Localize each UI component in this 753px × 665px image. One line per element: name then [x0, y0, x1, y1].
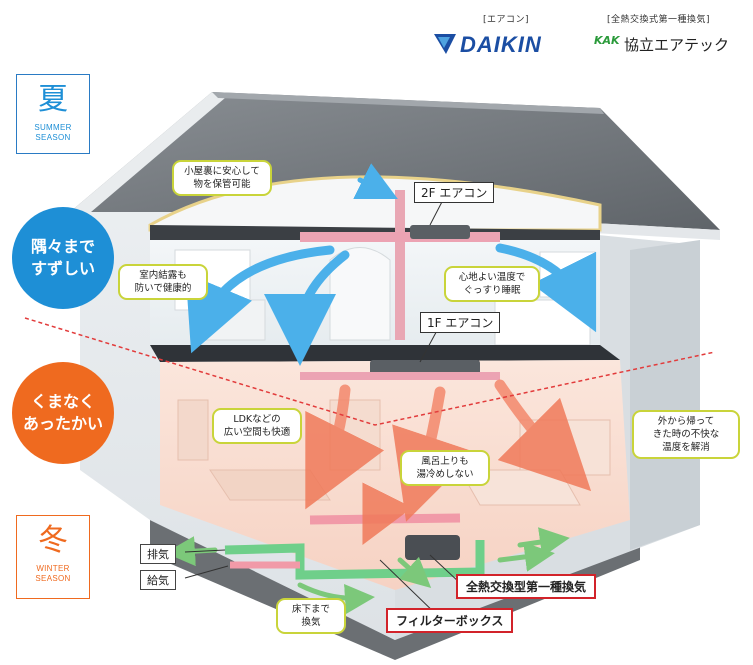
duct-system	[300, 190, 500, 380]
label-exhaust: 排気	[140, 544, 176, 564]
daikin-logo: DAIKIN	[460, 32, 542, 57]
winter-kanji: 冬	[38, 523, 68, 558]
summer-badge: 隅々まで すずしい	[12, 207, 114, 309]
summer-kanji: 夏	[38, 82, 68, 117]
ventilation-caption: [全熱交換式第一種換気]	[607, 15, 711, 25]
callout-bath: 風呂上りも 湯冷めしない	[400, 450, 490, 486]
winter-badge: くまなく あったかい	[12, 362, 114, 464]
summer-english-1: SUMMER	[34, 123, 72, 132]
callout-condensation: 室内結露も 防いで健康的	[118, 264, 208, 300]
label-filter-box: フィルターボックス	[386, 608, 514, 633]
label-2f-aircon: 2F エアコン	[414, 182, 495, 203]
callout-attic: 小屋裏に安心して 物を保管可能	[172, 160, 272, 196]
label-1f-aircon: 1F エアコン	[420, 312, 501, 333]
floor-slab	[150, 345, 620, 362]
callout-coming-home: 外から帰って きた時の不快な 温度を解消	[632, 410, 740, 459]
label-ventilation-system: 全熱交換型第一種換気	[456, 574, 597, 599]
winter-season-box: 冬 WINTER SEASON	[16, 515, 90, 599]
callout-underfloor: 床下まで 換気	[276, 598, 346, 634]
kyoritsu-logo-icon: KAK	[594, 34, 620, 47]
winter-english-2: SEASON	[35, 574, 71, 583]
callout-ldk: LDKなどの 広い空間も快適	[212, 408, 302, 444]
summer-airflow	[185, 163, 597, 366]
daikin-logo-icon	[432, 32, 458, 56]
aircon-caption: [エアコン]	[483, 15, 530, 25]
summer-season-box: 夏 SUMMER SEASON	[16, 74, 90, 154]
callout-comfort: 心地よい温度で ぐっすり睡眠	[444, 266, 540, 302]
label-supply: 給気	[140, 570, 176, 590]
winter-english-1: WINTER	[36, 564, 70, 573]
summer-english-2: SEASON	[35, 133, 71, 142]
season-divider-line	[24, 317, 716, 426]
kyoritsu-logo: 協立エアテック	[624, 36, 730, 54]
